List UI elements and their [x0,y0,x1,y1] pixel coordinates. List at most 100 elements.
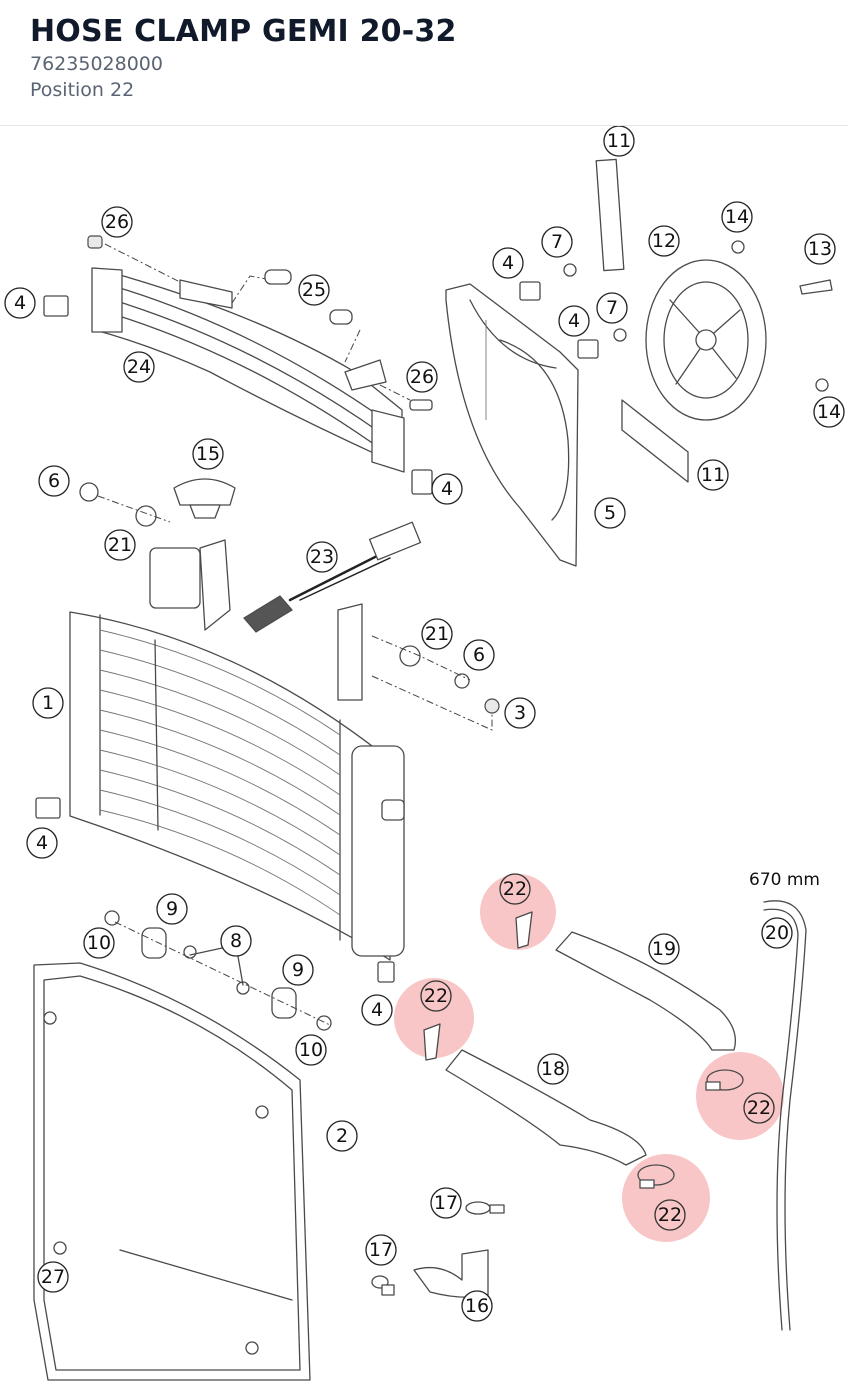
callout-label: 11 [607,130,631,152]
callout-14[interactable]: 14 [813,396,845,428]
breather-hose-outer [763,900,807,1331]
callout-label: 4 [441,478,453,500]
rubber-mounts [104,910,332,1031]
callout-9[interactable]: 9 [156,893,188,925]
callout-label: 6 [48,470,60,492]
callout-label: 4 [502,252,514,274]
fan-shroud [445,283,579,567]
hose-length-label: 670 mm [749,870,820,890]
highlight-zones [394,874,784,1242]
callout-14[interactable]: 14 [721,201,753,233]
callout-label: 7 [551,231,563,253]
callout-4[interactable]: 4 [431,473,463,505]
callout-label: 10 [299,1039,323,1061]
callout-22[interactable]: 22 [499,873,531,905]
callout-12[interactable]: 12 [648,225,680,257]
callout-label: 9 [166,898,178,920]
callout-17[interactable]: 17 [430,1187,462,1219]
clip-nut [35,797,61,819]
callout-label: 15 [196,443,220,465]
highlight-zone-22-d [622,1154,710,1242]
callout-10[interactable]: 10 [83,927,115,959]
radiator-cover-plate [33,962,311,1381]
callout-label: 4 [36,832,48,854]
callout-24[interactable]: 24 [123,351,155,383]
radiator-fan [645,259,767,421]
callout-label: 25 [302,279,326,301]
callout-label: 6 [473,644,485,666]
callout-label: 17 [369,1239,393,1261]
upper-radiator [91,267,405,473]
callout-26[interactable]: 26 [406,361,438,393]
callout-18[interactable]: 18 [537,1053,569,1085]
callout-6[interactable]: 6 [38,465,70,497]
highlight-zone-22-c [696,1052,784,1140]
callout-23[interactable]: 23 [306,541,338,573]
callout-11[interactable]: 11 [603,126,635,157]
callout-label: 9 [292,959,304,981]
callout-16[interactable]: 16 [461,1290,493,1322]
callout-4[interactable]: 4 [492,247,524,279]
callout-label: 5 [604,502,616,524]
callout-22[interactable]: 22 [743,1092,775,1124]
callout-label: 22 [503,878,527,900]
callout-11[interactable]: 11 [697,459,729,491]
callout-10[interactable]: 10 [295,1034,327,1066]
callout-label: 16 [465,1295,489,1317]
callout-label: 22 [424,985,448,1007]
callout-25[interactable]: 25 [298,274,330,306]
callout-label: 22 [658,1204,682,1226]
callout-label: 11 [701,464,725,486]
bracket-upper [595,158,625,272]
callout-27[interactable]: 27 [37,1261,69,1293]
callout-9[interactable]: 9 [282,954,314,986]
callout-15[interactable]: 15 [192,438,224,470]
callout-21[interactable]: 21 [421,618,453,650]
callout-label: 7 [606,297,618,319]
callout-21[interactable]: 21 [104,529,136,561]
callout-label: 13 [808,238,832,260]
callout-7[interactable]: 7 [541,226,573,258]
callout-label: 21 [108,534,132,556]
callout-7[interactable]: 7 [596,292,628,324]
callout-3[interactable]: 3 [504,697,536,729]
callout-5[interactable]: 5 [594,497,626,529]
callout-label: 4 [568,310,580,332]
temperature-sensor [243,521,422,633]
hoses [413,931,737,1298]
callout-4[interactable]: 4 [361,994,393,1026]
breather-hose-inner [763,908,799,1331]
hose-clamps [371,911,744,1296]
part-number: 76235028000 [30,53,163,75]
callout-6[interactable]: 6 [463,639,495,671]
callout-label: 1 [42,692,54,714]
callout-22[interactable]: 22 [420,980,452,1012]
bracket-lower [621,399,689,483]
callout-4[interactable]: 4 [4,287,36,319]
callout-label: 24 [127,356,151,378]
highlight-zone-22-b [394,978,474,1058]
clip-nut [377,961,395,983]
callout-4[interactable]: 4 [558,305,590,337]
callout-19[interactable]: 19 [648,933,680,965]
callout-label: 26 [410,366,434,388]
callout-label: 10 [87,932,111,954]
callout-label: 14 [817,401,841,423]
callout-4[interactable]: 4 [26,827,58,859]
callout-label: 8 [230,930,242,952]
callout-label: 22 [747,1097,771,1119]
callout-13[interactable]: 13 [804,233,836,265]
callout-label: 2 [336,1125,348,1147]
callout-8[interactable]: 8 [220,925,252,957]
callout-2[interactable]: 2 [326,1120,358,1152]
callout-1[interactable]: 1 [32,687,64,719]
main-radiator [69,539,405,961]
callout-20[interactable]: 20 [761,917,793,949]
callout-label: 18 [541,1058,565,1080]
callout-22[interactable]: 22 [654,1199,686,1231]
callout-label: 21 [425,623,449,645]
callout-26[interactable]: 26 [101,206,133,238]
callout-17[interactable]: 17 [365,1234,397,1266]
callout-label: 23 [310,546,334,568]
callout-label: 17 [434,1192,458,1214]
